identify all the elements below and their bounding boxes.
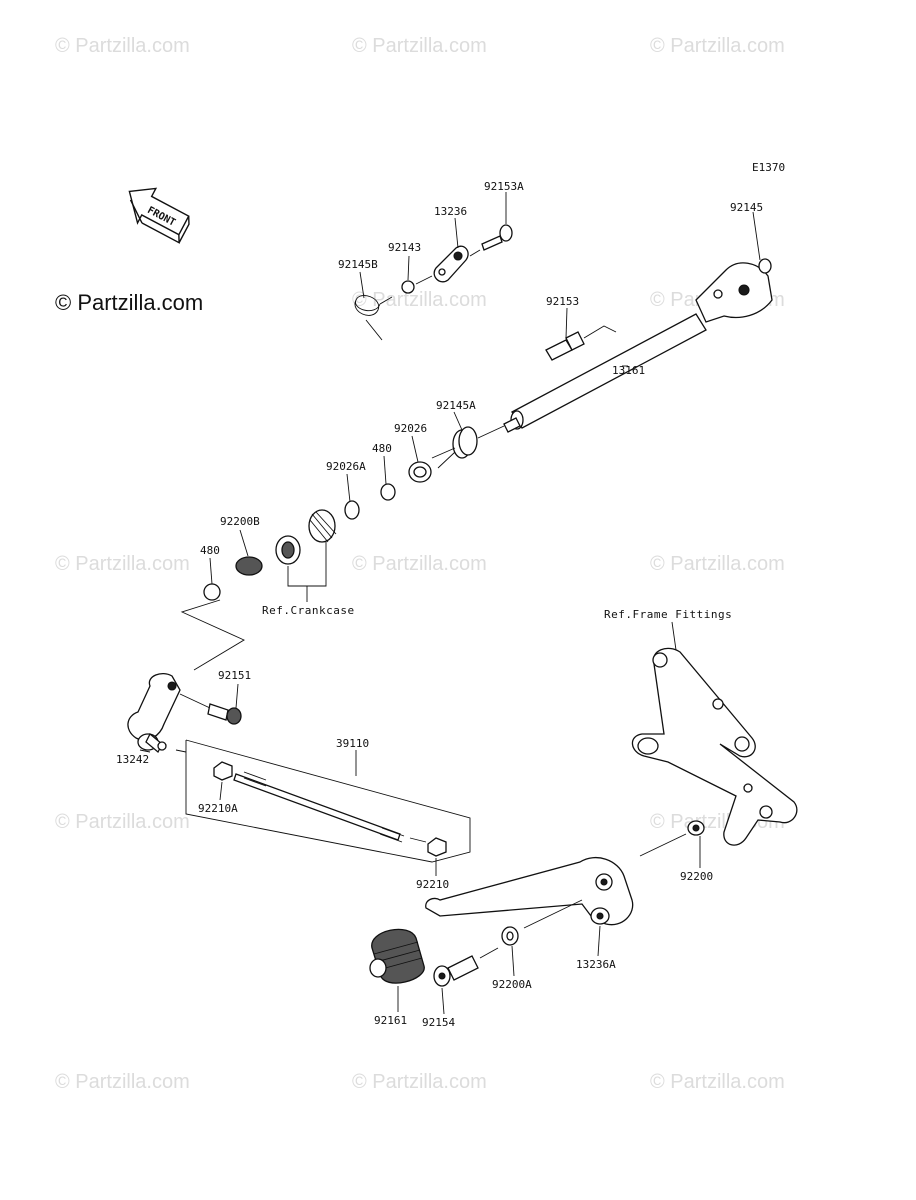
- spring-92145A: [431, 426, 478, 469]
- watermark: © Partzilla.com: [55, 35, 190, 57]
- shaft-13161: [503, 258, 773, 433]
- watermark: © Partzilla.com: [650, 553, 785, 575]
- watermark: © Partzilla.com: [352, 1071, 487, 1093]
- part-label: 92145B: [338, 258, 378, 271]
- washer-92200A: [501, 926, 519, 946]
- watermark: © Partzilla.com: [55, 811, 190, 833]
- bolt-92154: [433, 955, 479, 987]
- collar-92143: [401, 280, 415, 294]
- part-label: 92200B: [220, 515, 260, 528]
- rod-39110: [233, 771, 405, 843]
- label-leaders: [139, 192, 761, 1015]
- part-label: 13236: [434, 205, 467, 218]
- shift-pedal-13236A: [425, 857, 634, 926]
- bolt-92151: [207, 703, 242, 725]
- ref-frame-fittings: Ref.Frame Fittings: [604, 608, 732, 621]
- leader-line: [583, 325, 617, 339]
- oil-seal: [275, 535, 301, 565]
- part-label: 92200A: [492, 978, 532, 991]
- part-label: 92210A: [198, 802, 238, 815]
- diagram-code: E1370: [752, 161, 785, 174]
- bolt-92153A: [481, 224, 513, 251]
- part-label: 13161: [612, 364, 645, 377]
- washer-92200B: [235, 556, 263, 576]
- circlip-480-upper: [380, 483, 396, 501]
- watermark: © Partzilla.com: [352, 35, 487, 57]
- part-label: 92153: [546, 295, 579, 308]
- part-label: 92026A: [326, 460, 366, 473]
- leader-line: [477, 425, 505, 439]
- lever-13236: [433, 245, 469, 283]
- part-label: 92210: [416, 878, 449, 891]
- part-label: 92145A: [436, 399, 476, 412]
- circlip-480-lower: [203, 583, 221, 601]
- rod-39110-box: [185, 739, 471, 863]
- part-label: 92151: [218, 669, 251, 682]
- part-label: 13236A: [576, 958, 616, 971]
- break-line: [180, 599, 245, 671]
- leader-line: [469, 249, 481, 257]
- watermark: © Partzilla.com: [55, 1071, 190, 1093]
- leader-line: [479, 947, 499, 959]
- leader-line: [409, 837, 427, 843]
- watermark: © Partzilla.com: [650, 1071, 785, 1093]
- part-label: 92145: [730, 201, 763, 214]
- bearing: [308, 509, 337, 543]
- nut-92210A: [213, 761, 233, 781]
- part-label: 92143: [388, 241, 421, 254]
- spring-92145B: [354, 295, 393, 341]
- watermark: © Partzilla.com: [55, 553, 190, 575]
- leader-line: [639, 833, 687, 857]
- nut-92210: [427, 837, 447, 857]
- leader-line: [179, 693, 211, 709]
- leader-line: [523, 899, 583, 929]
- part-label: 13242: [116, 753, 149, 766]
- watermark: © Partzilla.com: [352, 289, 487, 311]
- part-label: 92154: [422, 1016, 455, 1029]
- washer-92026A: [344, 500, 360, 520]
- part-label: 92153A: [484, 180, 524, 193]
- washer-92200: [687, 820, 705, 836]
- watermark: © Partzilla.com: [352, 553, 487, 575]
- collar-92026: [408, 461, 432, 483]
- part-label: 39110: [336, 737, 369, 750]
- ref-crankcase: Ref.Crankcase: [262, 604, 355, 617]
- rubber-92161: [369, 928, 425, 984]
- part-label: 92200: [680, 870, 713, 883]
- front-arrow-icon: FRONT: [128, 187, 190, 244]
- frame-fittings: [631, 647, 798, 846]
- lever-13242: [127, 672, 181, 754]
- part-labels: 92153A 13236 92143 92145B 92145 92153 13…: [116, 180, 763, 1029]
- part-label: 480: [372, 442, 392, 455]
- copyright-text: © Partzilla.com: [55, 290, 203, 315]
- watermark: © Partzilla.com: [650, 35, 785, 57]
- part-label: 92161: [374, 1014, 407, 1027]
- part-label: 480: [200, 544, 220, 557]
- bolt-92153: [545, 331, 585, 361]
- watermarks: © Partzilla.com © Partzilla.com © Partzi…: [55, 35, 785, 1093]
- leader-line: [175, 749, 187, 753]
- part-label: 92026: [394, 422, 427, 435]
- leader-line: [671, 621, 677, 651]
- leader-line: [415, 275, 433, 285]
